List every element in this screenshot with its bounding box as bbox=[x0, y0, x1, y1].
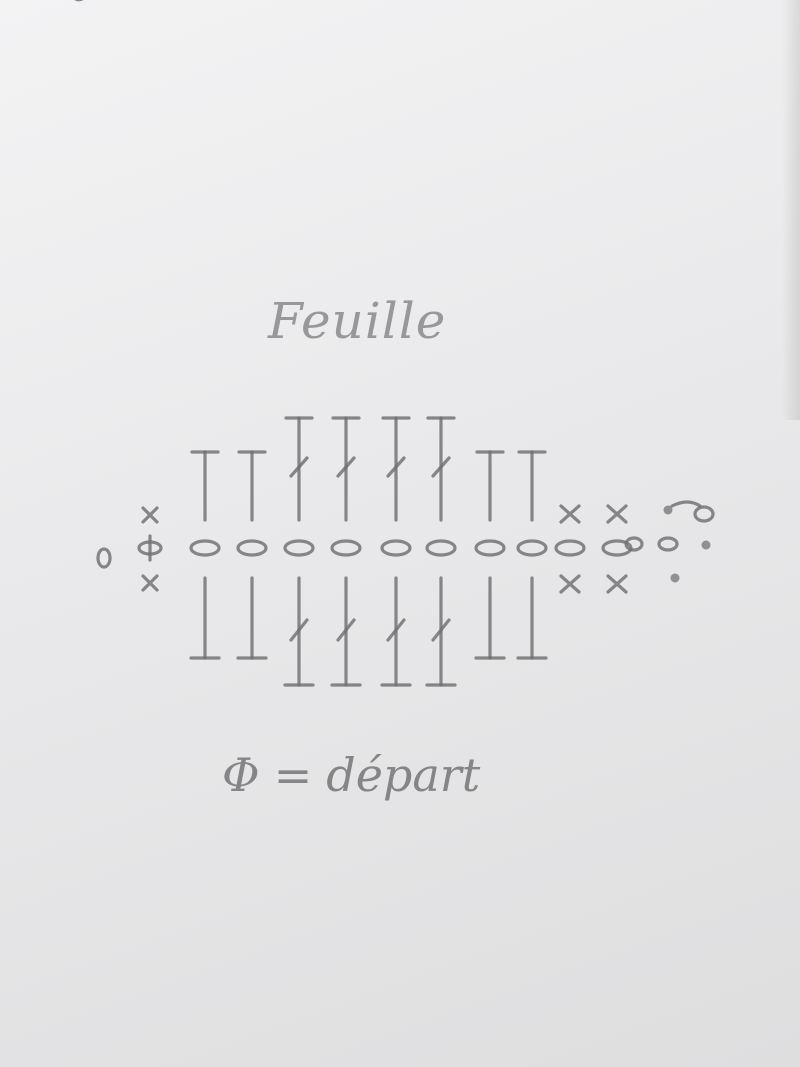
chain-stitch bbox=[425, 539, 457, 557]
upper-single-crochet bbox=[606, 504, 628, 524]
lower-single-crochet bbox=[559, 574, 581, 594]
chain-stitch bbox=[380, 539, 412, 557]
upper-treble-slash bbox=[431, 456, 451, 478]
diagram-title: Feuille bbox=[268, 292, 447, 350]
slip-stitch-middle bbox=[701, 540, 711, 550]
upper-treble-slash bbox=[336, 456, 356, 478]
legend-equals: = bbox=[273, 748, 313, 802]
chain-stitch bbox=[330, 539, 362, 557]
chain-stitch bbox=[474, 539, 506, 557]
chain-stitch-tip bbox=[657, 536, 679, 552]
slip-stitch-upper bbox=[663, 505, 673, 515]
upper-single-crochet bbox=[559, 504, 581, 524]
upper-treble-slash bbox=[386, 456, 406, 478]
single-crochet-start-1 bbox=[141, 574, 159, 592]
single-crochet-start-0 bbox=[141, 506, 159, 524]
chain-stitch bbox=[189, 539, 221, 557]
chain-stitch-tip-2 bbox=[624, 536, 644, 552]
lower-single-crochet bbox=[606, 574, 628, 594]
chain-stitch bbox=[516, 539, 548, 557]
slip-stitch-lower bbox=[670, 573, 680, 583]
lower-treble-slash bbox=[431, 618, 451, 642]
chain-stitch bbox=[554, 539, 586, 557]
lower-treble-slash bbox=[336, 618, 356, 642]
lower-treble-slash bbox=[289, 618, 309, 642]
legend-symbol: Φ bbox=[222, 748, 260, 802]
legend-meaning: départ bbox=[326, 748, 481, 802]
legend-start-marker: Φ=départ bbox=[222, 748, 542, 818]
chain-stitch bbox=[283, 539, 315, 557]
lower-treble-slash bbox=[386, 618, 406, 642]
paper-shadow-edge bbox=[782, 0, 800, 420]
upper-treble-slash bbox=[289, 456, 309, 478]
chain-stitch bbox=[236, 539, 268, 557]
chain-loop-tip bbox=[693, 505, 715, 523]
start-chain-stitch bbox=[96, 547, 112, 569]
chain-loop-arc bbox=[670, 500, 702, 508]
